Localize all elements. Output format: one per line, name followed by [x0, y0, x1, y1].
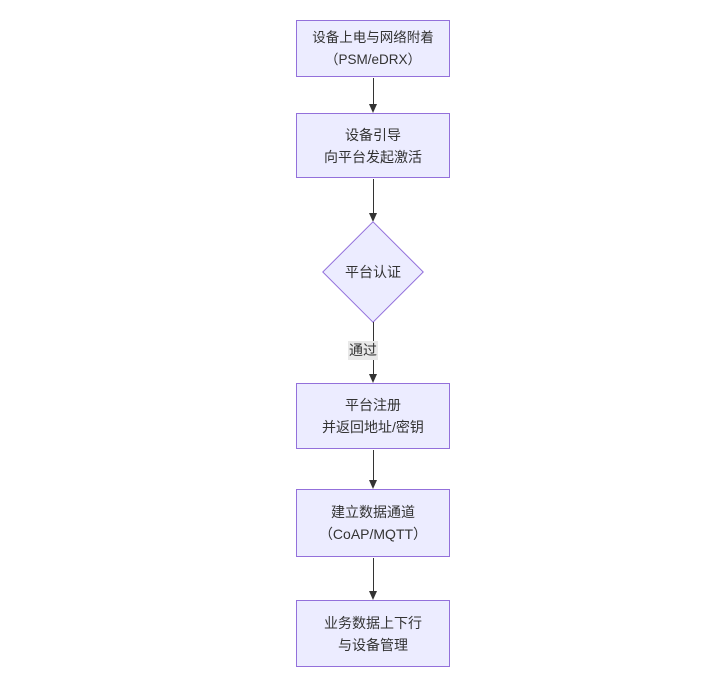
- node-label-line: 并返回地址/密钥: [322, 419, 424, 435]
- node-bootstrap: 设备引导 向平台发起激活: [296, 113, 450, 178]
- node-label-line: 设备引导: [345, 126, 401, 143]
- arrowhead-icon: [369, 591, 377, 600]
- edge-line: [373, 450, 374, 480]
- arrowhead-icon: [369, 480, 377, 489]
- arrow-channel-to-business: [368, 558, 379, 600]
- arrowhead-icon: [369, 374, 377, 383]
- node-label-line: 设备上电与网络附着: [312, 29, 434, 45]
- edge-label-pass: 通过: [348, 341, 378, 360]
- edge-line: [373, 558, 374, 591]
- node-label-line: （PSM/eDRX）: [324, 51, 422, 67]
- arrow-register-to-channel: [368, 450, 379, 489]
- edge-line: [373, 179, 374, 213]
- arrowhead-icon: [369, 104, 377, 113]
- node-label-line: 平台认证: [345, 264, 401, 280]
- node-platform-register: 平台注册 并返回地址/密钥: [296, 383, 450, 449]
- node-platform-auth: 平台认证: [322, 221, 424, 323]
- node-label-line: 向平台发起激活: [324, 148, 422, 165]
- node-business-data: 业务数据上下行 与设备管理: [296, 600, 450, 667]
- node-label-line: 与设备管理: [338, 636, 408, 653]
- arrow-power-to-bootstrap: [368, 78, 379, 113]
- node-label-line: 建立数据通道: [331, 504, 415, 520]
- arrowhead-icon: [369, 213, 377, 222]
- arrow-bootstrap-to-auth: [368, 179, 379, 222]
- node-power-on: 设备上电与网络附着 （PSM/eDRX）: [296, 20, 450, 77]
- edge-line: [373, 78, 374, 104]
- node-label-line: 业务数据上下行: [324, 614, 422, 631]
- node-label-line: 平台注册: [345, 397, 401, 413]
- node-label-line: （CoAP/MQTT）: [318, 526, 428, 542]
- node-data-channel: 建立数据通道 （CoAP/MQTT）: [296, 489, 450, 557]
